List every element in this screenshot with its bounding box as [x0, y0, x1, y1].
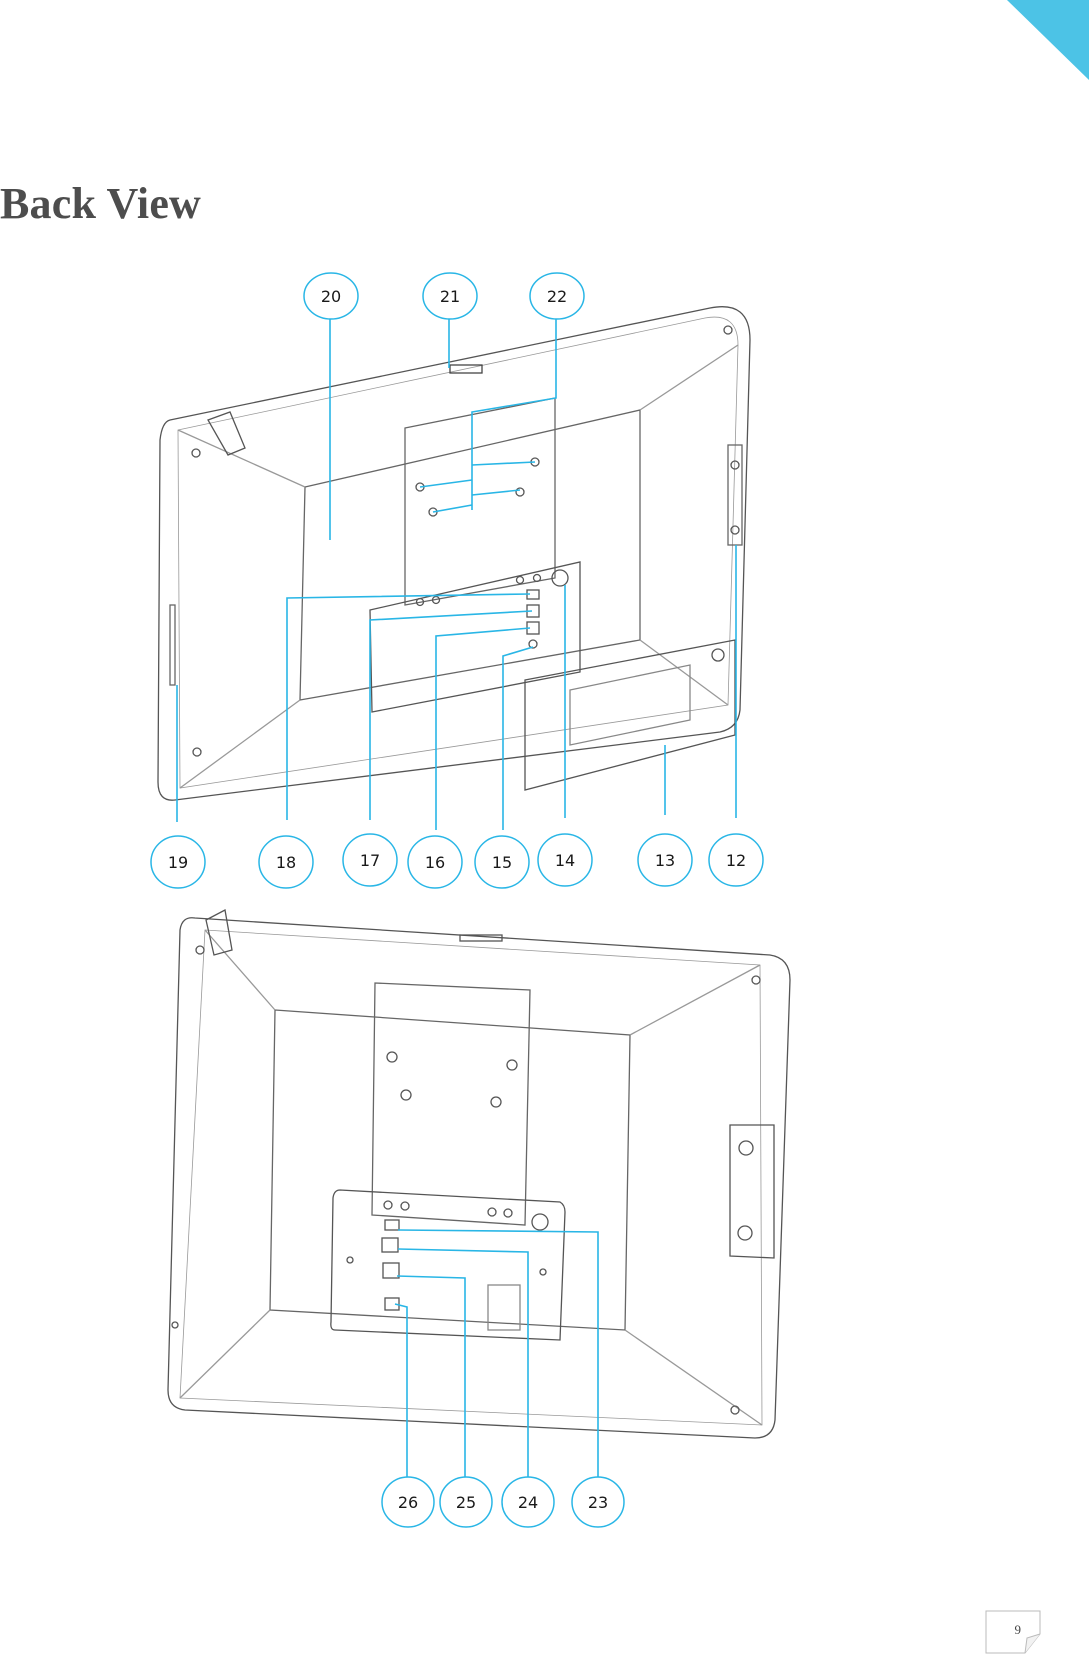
callout-18: 18 [276, 853, 296, 872]
callout-13: 13 [655, 851, 675, 870]
device-back-bottom-illustration [168, 910, 790, 1438]
callout-23: 23 [588, 1493, 608, 1512]
callout-22: 22 [547, 287, 567, 306]
page-corner-fold-icon [985, 1610, 1041, 1654]
page-number: 9 [1015, 1622, 1022, 1638]
callout-17: 17 [360, 851, 380, 870]
callout-25: 25 [456, 1493, 476, 1512]
callout-21: 21 [440, 287, 460, 306]
callout-16: 16 [425, 853, 445, 872]
callout-26: 26 [398, 1493, 418, 1512]
callout-15: 15 [492, 853, 512, 872]
callout-12: 12 [726, 851, 746, 870]
callout-bubbles-bottom: 26 25 24 23 [382, 1477, 624, 1527]
callout-19: 19 [168, 853, 188, 872]
callout-leaders-bottom [395, 1230, 598, 1478]
callout-20: 20 [321, 287, 341, 306]
callout-leaders-top [177, 318, 736, 830]
callout-14: 14 [555, 851, 575, 870]
device-back-top-illustration [158, 307, 750, 801]
callout-24: 24 [518, 1493, 538, 1512]
